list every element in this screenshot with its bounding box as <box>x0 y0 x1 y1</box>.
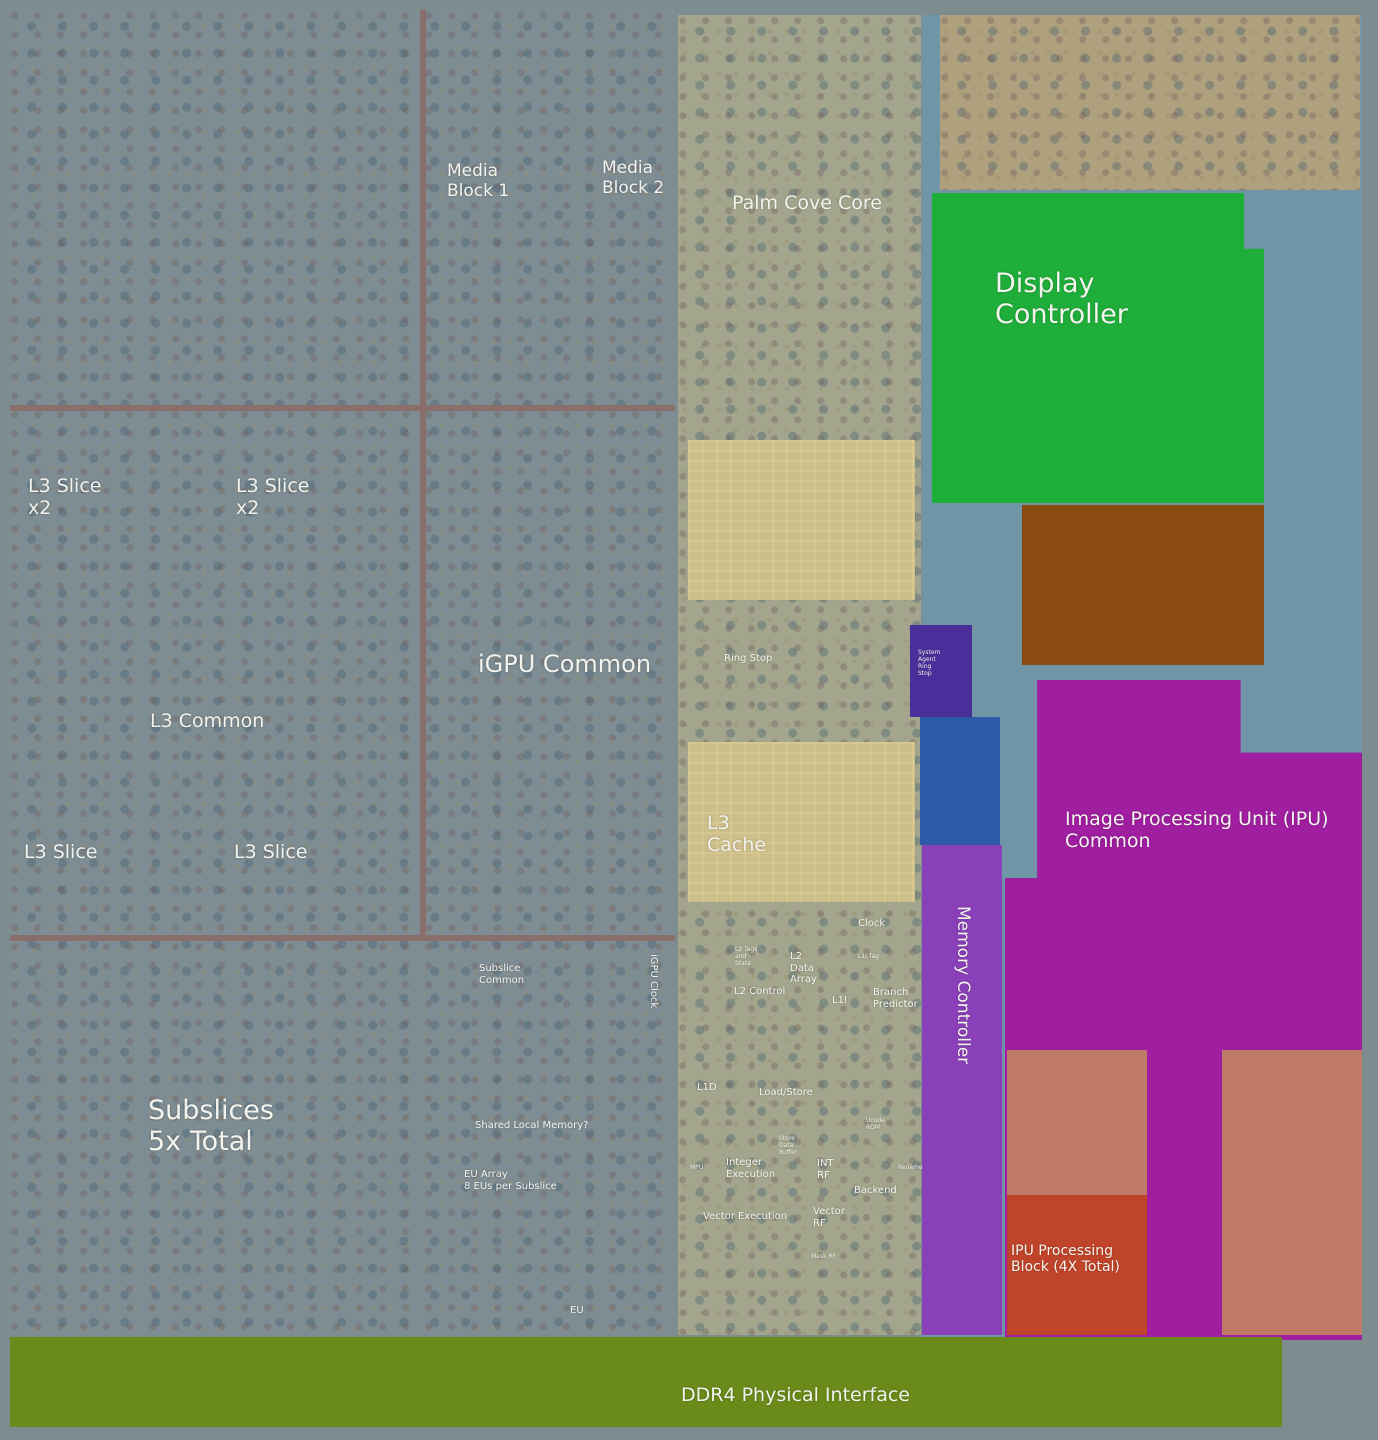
ipu-right-lower-block <box>1222 1050 1362 1335</box>
label-palm-cove-core: Palm Cove Core <box>732 192 882 214</box>
uncore-top-io <box>940 15 1360 190</box>
label-l2-data-array: L2 Data Array <box>790 951 817 985</box>
label-igpu-common: iGPU Common <box>478 650 652 678</box>
label-ipu-processing-block: IPU Processing Block (4X Total) <box>1011 1243 1120 1276</box>
label-load-store: Load/Store <box>759 1087 813 1098</box>
gpu-region <box>10 10 675 1335</box>
memory-controller-block <box>922 845 1002 1335</box>
label-rename: Rename <box>898 1164 923 1171</box>
label-vector-rf: Vector RF <box>813 1206 845 1229</box>
label-l1i-tag: L1I Tag <box>858 953 879 960</box>
label-mpu: MPU <box>690 1164 704 1171</box>
label-l3-slice-right: L3 Slice <box>234 841 308 863</box>
label-store-data-buffer: Store Data Buffer <box>779 1135 798 1156</box>
gpu-subslice-divider <box>10 935 675 941</box>
ipu-processing-block <box>1007 1195 1147 1335</box>
label-ucode-rom: Ucode ROM <box>866 1117 885 1131</box>
label-backend: Backend <box>854 1185 897 1196</box>
label-subslices-total: Subslices 5x Total <box>148 1095 274 1158</box>
label-display-controller: Display Controller <box>995 268 1128 331</box>
label-mask-rf: Mask RF <box>811 1253 836 1260</box>
system-agent-ring-stop-block <box>910 625 972 717</box>
label-eu-array: EU Array 8 EUs per Subslice <box>464 1169 557 1192</box>
label-image-processing-unit: Image Processing Unit (IPU) Common <box>1065 808 1329 852</box>
label-shared-local-memory: Shared Local Memory? <box>475 1120 589 1131</box>
label-l3-slice-left: L3 Slice <box>24 841 98 863</box>
label-subslice-common: Subslice Common <box>479 963 525 986</box>
label-l2-tags-and-state: L2 Tags and State <box>735 946 758 967</box>
cpu-core-region <box>678 15 921 1335</box>
label-eu: EU <box>570 1305 584 1316</box>
orange-block <box>1022 505 1264 665</box>
label-l3-slice-x2-right: L3 Slice x2 <box>236 475 310 519</box>
label-integer-execution: Integer Execution <box>726 1157 776 1180</box>
label-int-rf: INT RF <box>817 1158 834 1181</box>
label-system-agent-ring-stop: System Agent Ring Stop <box>918 649 941 677</box>
l3-cache-block-upper <box>688 440 915 600</box>
label-ring-stop: Ring Stop <box>724 653 773 664</box>
display-controller-block <box>932 193 1264 503</box>
label-vector-execution: Vector Execution <box>703 1211 788 1222</box>
label-igpu-clock: iGPU Clock <box>648 954 659 1009</box>
label-media-block-1: Media Block 1 <box>447 161 510 201</box>
label-l1i: L1I <box>832 995 847 1006</box>
label-ddr4-physical-interface: DDR4 Physical Interface <box>681 1384 910 1406</box>
ddr4-physical-interface-block <box>10 1337 1282 1427</box>
gpu-column-divider <box>420 10 426 935</box>
label-l2-control: L2 Control <box>734 986 786 997</box>
gpu-slice-divider <box>10 405 675 411</box>
label-clock: Clock <box>858 918 886 929</box>
label-branch-predictor: Branch Predictor <box>873 987 918 1010</box>
l3-cache-block-lower <box>688 742 915 902</box>
label-l3-cache: L3 Cache <box>707 812 767 856</box>
label-l3-slice-x2-left: L3 Slice x2 <box>28 475 102 519</box>
label-l1d: L1D <box>697 1082 717 1093</box>
label-media-block-2: Media Block 2 <box>602 158 665 198</box>
label-l3-common: L3 Common <box>150 710 265 732</box>
label-memory-controller: Memory Controller <box>953 906 973 1065</box>
ring-blue-block <box>920 717 1000 845</box>
